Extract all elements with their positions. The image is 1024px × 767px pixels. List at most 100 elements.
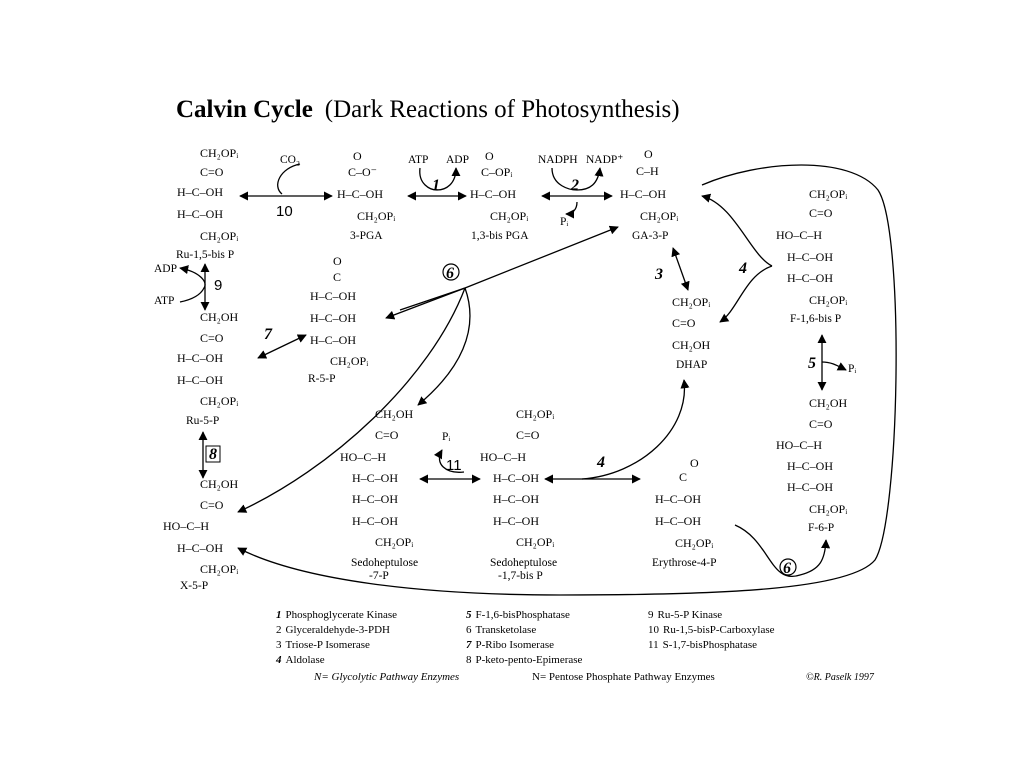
svg-text:H–C–OH: H–C–OH <box>655 492 701 506</box>
molecule-s7p: CH₂OH C=O HO–C–H H–C–OH H–C–OH H–C–OH CH… <box>340 407 418 582</box>
label-f16bp: F-1,6-bis P <box>790 313 841 325</box>
svg-text:O: O <box>485 149 494 163</box>
svg-text:CH₂OPᵢ: CH₂OPᵢ <box>640 209 678 223</box>
enzyme-mark-6b: 6 <box>779 558 797 577</box>
cofactor-atp: ATP <box>408 154 428 166</box>
svg-text:H–C–OH: H–C–OH <box>177 207 223 221</box>
svg-text:H–C–OH: H–C–OH <box>177 185 223 199</box>
svg-text:C: C <box>333 270 341 284</box>
svg-text:CH₂OPᵢ: CH₂OPᵢ <box>357 209 395 223</box>
svg-text:H–C–OH: H–C–OH <box>337 187 383 201</box>
svg-text:C=O: C=O <box>672 316 696 330</box>
svg-text:C=O: C=O <box>200 165 224 179</box>
label-f6p: F-6-P <box>808 522 834 534</box>
cofactor-nadp: NADP⁺ <box>586 154 623 166</box>
molecule-3pga: O C–O⁻ H–C–OH CH₂OPᵢ 3-PGA <box>337 149 395 242</box>
svg-text:CH₂OPᵢ: CH₂OPᵢ <box>672 295 710 309</box>
cofactor-pi-fbpase: Pᵢ <box>848 363 856 375</box>
svg-text:H–C–OH: H–C–OH <box>177 373 223 387</box>
svg-text:HO–C–H: HO–C–H <box>480 450 526 464</box>
label-ru15bp: Ru-1,5-bis P <box>176 249 234 261</box>
svg-text:O: O <box>353 149 362 163</box>
svg-text:H–C–OH: H–C–OH <box>352 492 398 506</box>
enzyme-mark-5: 5 <box>808 355 816 372</box>
svg-text:HO–C–H: HO–C–H <box>776 438 822 452</box>
legend-footer-pentose: N= Pentose Phosphate Pathway Enzymes <box>532 671 715 683</box>
svg-text:CH₂OH: CH₂OH <box>200 477 239 491</box>
enzyme-mark-7: 7 <box>264 326 273 343</box>
svg-text:CH₂OPᵢ: CH₂OPᵢ <box>200 146 238 160</box>
svg-text:H–C–OH: H–C–OH <box>493 471 539 485</box>
label-3pga: 3-PGA <box>350 230 383 242</box>
cofactor-co2: CO₂ <box>280 154 300 166</box>
svg-text:H–C–OH: H–C–OH <box>310 311 356 325</box>
svg-text:H–C–OH: H–C–OH <box>655 514 701 528</box>
svg-text:C–OPᵢ: C–OPᵢ <box>481 165 512 179</box>
svg-text:CH₂OPᵢ: CH₂OPᵢ <box>809 187 847 201</box>
molecule-x5p: CH₂OH C=O HO–C–H H–C–OH CH₂OPᵢ X-5-P <box>163 477 239 592</box>
molecule-r5p: O C H–C–OH H–C–OH H–C–OH CH₂OPᵢ R-5-P <box>308 254 368 385</box>
svg-text:H–C–OH: H–C–OH <box>620 187 666 201</box>
svg-text:CH₂OPᵢ: CH₂OPᵢ <box>809 293 847 307</box>
svg-text:CH₂OPᵢ: CH₂OPᵢ <box>809 502 847 516</box>
label-r5p: R-5-P <box>308 373 335 385</box>
svg-text:H–C–OH: H–C–OH <box>352 514 398 528</box>
svg-text:C=O: C=O <box>375 428 399 442</box>
svg-text:CH₂OPᵢ: CH₂OPᵢ <box>516 407 554 421</box>
svg-text:CH₂OPᵢ: CH₂OPᵢ <box>200 229 238 243</box>
svg-text:H–C–OH: H–C–OH <box>310 333 356 347</box>
svg-text:CH₂OPᵢ: CH₂OPᵢ <box>675 536 713 550</box>
label-s7p: Sedoheptulose <box>351 557 418 569</box>
molecule-f6p: CH₂OH C=O HO–C–H H–C–OH H–C–OH CH₂OPᵢ F-… <box>776 396 848 534</box>
svg-text:H–C–OH: H–C–OH <box>787 250 833 264</box>
molecule-f16bp: CH₂OPᵢ C=O HO–C–H H–C–OH H–C–OH CH₂OPᵢ F… <box>776 187 847 325</box>
svg-text:C=O: C=O <box>200 498 224 512</box>
svg-text:H–C–OH: H–C–OH <box>493 492 539 506</box>
reaction-arrows <box>179 163 897 596</box>
enzyme-mark-9: 9 <box>214 277 222 294</box>
molecule-ga3p: O C–H H–C–OH CH₂OPᵢ GA-3-P <box>620 147 678 242</box>
svg-text:H–C–OH: H–C–OH <box>787 271 833 285</box>
svg-text:H–C–OH: H–C–OH <box>352 471 398 485</box>
svg-text:C=O: C=O <box>809 206 833 220</box>
enzyme-mark-10: 10 <box>276 203 293 220</box>
label-13bpga: 1,3-bis PGA <box>471 230 529 242</box>
label-x5p: X-5-P <box>180 580 208 592</box>
svg-text:-1,7-bis P: -1,7-bis P <box>498 570 543 582</box>
enzyme-mark-4-aldolase-b: 4 <box>596 454 605 471</box>
svg-text:H–C–OH: H–C–OH <box>177 541 223 555</box>
svg-text:CH₂OPᵢ: CH₂OPᵢ <box>516 535 554 549</box>
svg-text:8: 8 <box>209 446 217 463</box>
label-dhap: DHAP <box>676 359 707 371</box>
molecule-s17bp: CH₂OPᵢ C=O HO–C–H H–C–OH H–C–OH H–C–OH C… <box>480 407 557 582</box>
svg-text:O: O <box>333 254 342 268</box>
svg-text:H–C–OH: H–C–OH <box>177 351 223 365</box>
molecule-dhap: CH₂OPᵢ C=O CH₂OH DHAP <box>672 295 711 371</box>
svg-text:C=O: C=O <box>200 331 224 345</box>
label-ga3p: GA-3-P <box>632 230 668 242</box>
svg-text:6: 6 <box>446 265 454 282</box>
svg-text:CH₂OPᵢ: CH₂OPᵢ <box>375 535 413 549</box>
svg-text:C=O: C=O <box>516 428 540 442</box>
legend-credit: ©R. Paselk 1997 <box>806 672 875 683</box>
svg-text:H–C–OH: H–C–OH <box>493 514 539 528</box>
svg-text:O: O <box>690 456 699 470</box>
svg-text:-7-P: -7-P <box>369 570 389 582</box>
molecule-ru15bp: CH₂OPᵢ C=O H–C–OH H–C–OH CH₂OPᵢ Ru-1,5-b… <box>176 146 238 261</box>
svg-text:H–C–OH: H–C–OH <box>470 187 516 201</box>
cofactor-adp-kinase: ADP <box>154 263 177 275</box>
enzyme-mark-2: 2 <box>570 177 579 194</box>
cofactor-atp-kinase: ATP <box>154 295 174 307</box>
svg-text:6: 6 <box>783 560 791 577</box>
